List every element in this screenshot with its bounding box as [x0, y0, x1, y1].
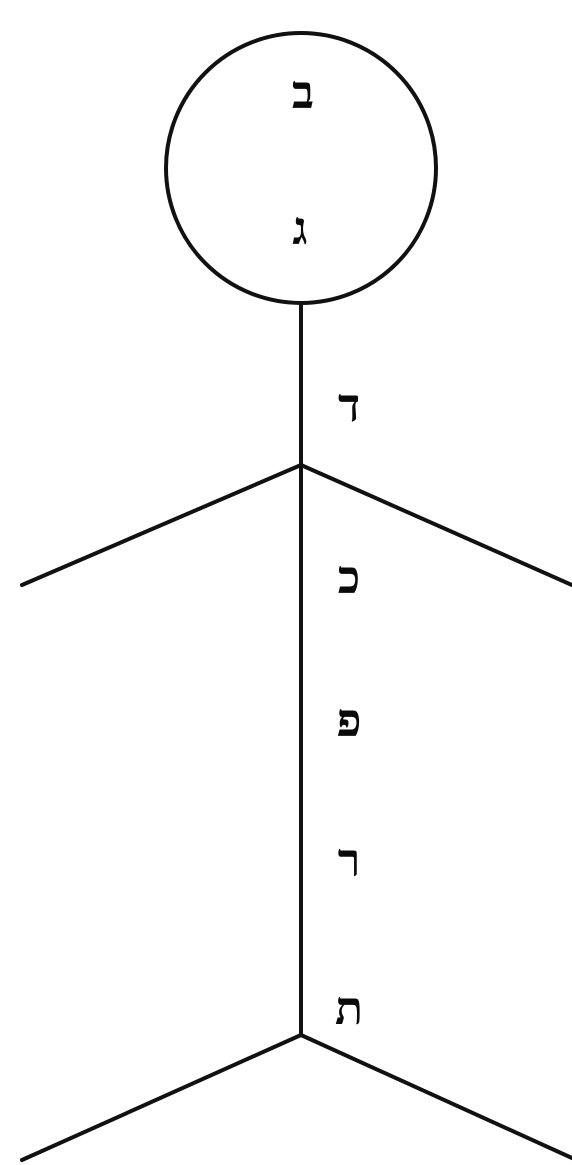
- spine-letter-4: ר: [338, 833, 361, 887]
- left-arm-line: [22, 465, 301, 585]
- spine-letter-1: ד: [338, 378, 360, 432]
- left-leg-line: [22, 1035, 301, 1160]
- spine-letter-5: ת: [335, 981, 363, 1035]
- head-letter-2: ג: [292, 201, 307, 255]
- right-leg-line: [301, 1035, 572, 1158]
- head-letter-1: ב: [292, 65, 314, 119]
- spine-letter-2: כ: [338, 550, 360, 604]
- spine-letter-3: פ: [336, 693, 361, 747]
